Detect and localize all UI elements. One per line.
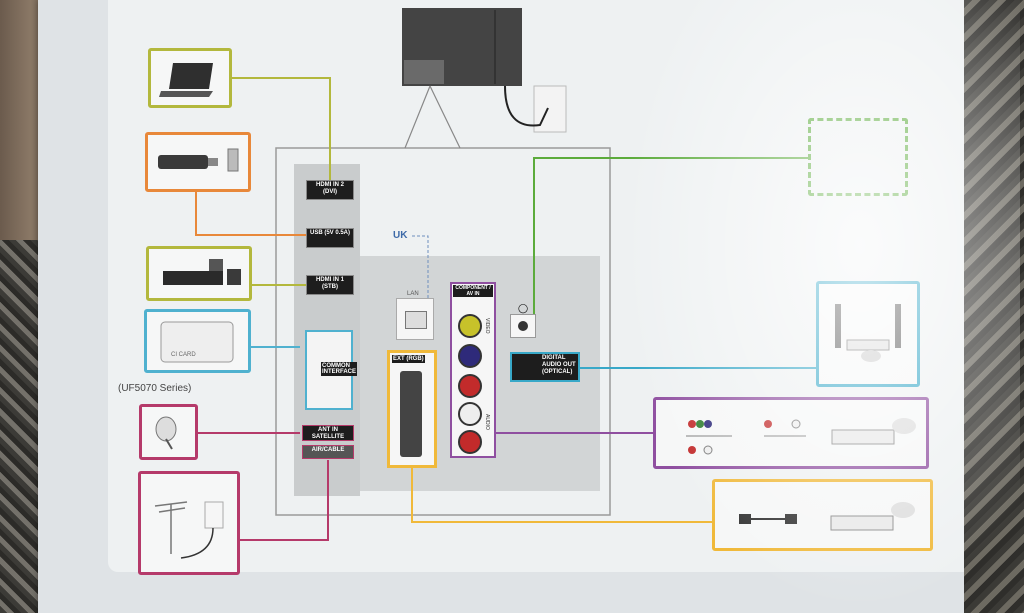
usb-stick-box [145, 132, 251, 192]
headphones-icon [811, 121, 905, 193]
satellite-dish-box [139, 404, 198, 460]
component-av-in-panel: COMPONENT / AV IN VIDEO AUDIO [450, 282, 496, 458]
laptop-icon [159, 63, 213, 97]
lan-port: LAN [396, 291, 434, 340]
lan-label: LAN [407, 291, 419, 297]
satellite-dish-icon [155, 416, 177, 450]
hdmi-in-2-port: HDMI IN 2 (DVI) [306, 180, 354, 200]
home-theater-box [816, 281, 920, 387]
audio-label: AUDIO [484, 414, 490, 430]
ci-card-label: CI CARD [171, 352, 196, 358]
headphones-box [808, 118, 908, 196]
component-devices-box [653, 397, 929, 469]
laptop-box [148, 48, 232, 108]
ext-rgb-port: EXT (RGB) [387, 350, 437, 468]
ant-in-satellite-port: ANT IN SATELLITE [302, 425, 354, 441]
home-theater-icon [835, 304, 901, 362]
usb-stick-icon [158, 148, 239, 172]
hdmi-in-1-port: HDMI IN 1 (STB) [306, 275, 354, 295]
digital-audio-out-port: DIGITAL AUDIO OUT (OPTICAL) [510, 352, 580, 382]
common-interface-label: COMMON INTERFACE [321, 362, 357, 376]
component-av-in-label: COMPONENT / AV IN [453, 285, 493, 297]
tv-panel-outline [275, 147, 611, 516]
ci-card-icon [160, 321, 234, 363]
audio-l-jack [458, 402, 482, 426]
common-interface-slot: COMMON INTERFACE [305, 330, 357, 410]
ci-card-box: CI CARD [144, 309, 251, 373]
set-top-box-icon [163, 259, 241, 285]
video-label: VIDEO [484, 318, 490, 334]
antenna-box [138, 471, 240, 575]
usb-port: USB (5V 0.5A) [306, 228, 354, 248]
antenna-icon [154, 501, 224, 559]
pr-jack [458, 374, 482, 398]
scart-cable-icon [739, 502, 915, 531]
pb-jack [458, 344, 482, 368]
ant-in-air-cable-port: AIR/CABLE [302, 445, 354, 459]
video-jack [458, 314, 482, 338]
headphone-jack: ◯ [510, 303, 536, 338]
headphone-icon: ◯ [518, 303, 529, 313]
component-cable-icon [686, 418, 916, 455]
audio-r-jack [458, 430, 482, 454]
scart-devices-box [712, 479, 933, 551]
ext-rgb-label: EXT (RGB) [392, 355, 425, 363]
set-top-box-box [146, 246, 252, 301]
uk-note: UK [393, 230, 408, 241]
series-note: (UF5070 Series) [118, 383, 192, 394]
